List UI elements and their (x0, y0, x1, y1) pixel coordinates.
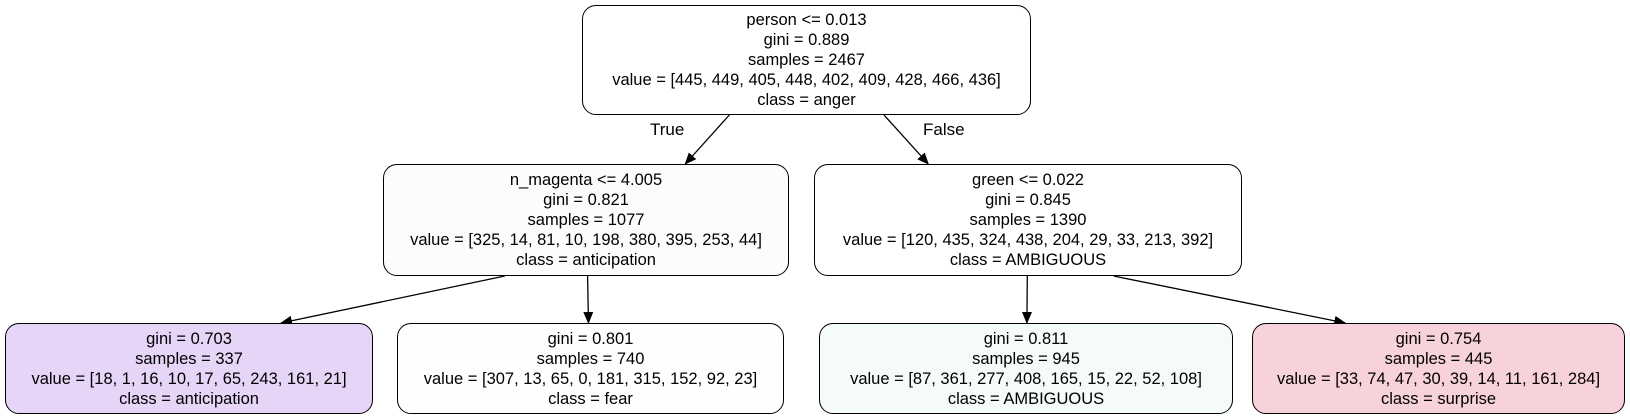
node-line: samples = 1077 (527, 211, 645, 229)
node-line: class = surprise (1380, 389, 1497, 408)
node-line: gini = 0.801 (547, 329, 634, 348)
node-line: green <= 0.022 (972, 171, 1084, 189)
node-line: value = [325, 14, 81, 10, 198, 380, 395,… (410, 231, 762, 249)
tree-leaf: gini = 0.801 samples = 740 value = [307,… (397, 323, 784, 414)
tree-edge-n1-n3 (280, 275, 505, 326)
node-line: class = fear (548, 389, 633, 408)
tree-edge-n2-n6 (1113, 275, 1347, 326)
node-line: gini = 0.845 (985, 191, 1071, 209)
edge-label-false: False (923, 120, 965, 139)
node-line: value = [445, 449, 405, 448, 402, 409, 4… (612, 71, 1001, 89)
node-line: class = anticipation (119, 389, 259, 408)
node-line: gini = 0.811 (983, 329, 1069, 348)
tree-leaf: gini = 0.703 samples = 337 value = [18, … (5, 323, 373, 414)
node-line: value = [87, 361, 277, 408, 165, 15, 22,… (850, 369, 1202, 388)
tree-leaf: gini = 0.811 samples = 945 value = [87, … (819, 323, 1233, 414)
node-line: gini = 0.889 (763, 31, 850, 49)
node-line: class = anticipation (516, 251, 656, 269)
tree-node-root: person <= 0.013 gini = 0.889 samples = 2… (582, 5, 1031, 115)
node-line: value = [18, 1, 16, 10, 17, 65, 243, 161… (31, 369, 347, 388)
tree-edge-n0-n1 (684, 114, 730, 165)
node-line: samples = 740 (536, 349, 645, 368)
node-line: samples = 337 (135, 349, 243, 368)
edge-label-true: True (650, 120, 685, 139)
node-line: value = [33, 74, 47, 30, 39, 14, 11, 161… (1276, 369, 1601, 388)
node-line: samples = 2467 (748, 51, 865, 69)
node-line: class = AMBIGUOUS (947, 389, 1105, 408)
node-line: samples = 945 (972, 349, 1080, 368)
tree-edge-n0-n2 (883, 114, 929, 165)
node-line: samples = 1390 (969, 211, 1087, 229)
node-line: samples = 445 (1384, 349, 1493, 368)
node-line: n_magenta <= 4.005 (509, 171, 663, 189)
node-line: gini = 0.754 (1395, 329, 1482, 348)
tree-edge-n1-n4 (583, 275, 594, 324)
node-line: class = anger (757, 91, 856, 109)
node-line: gini = 0.703 (146, 329, 232, 348)
tree-leaf: gini = 0.754 samples = 445 value = [33, … (1252, 323, 1625, 414)
tree-node-right: green <= 0.022 gini = 0.845 samples = 13… (814, 164, 1242, 276)
node-line: value = [307, 13, 65, 0, 181, 315, 152, … (423, 369, 758, 388)
node-line: person <= 0.013 (746, 11, 867, 29)
node-line: gini = 0.821 (543, 191, 629, 209)
tree-node-left: n_magenta <= 4.005 gini = 0.821 samples … (383, 164, 789, 276)
node-line: class = AMBIGUOUS (949, 251, 1107, 269)
node-line: value = [120, 435, 324, 438, 204, 29, 33… (842, 231, 1214, 249)
